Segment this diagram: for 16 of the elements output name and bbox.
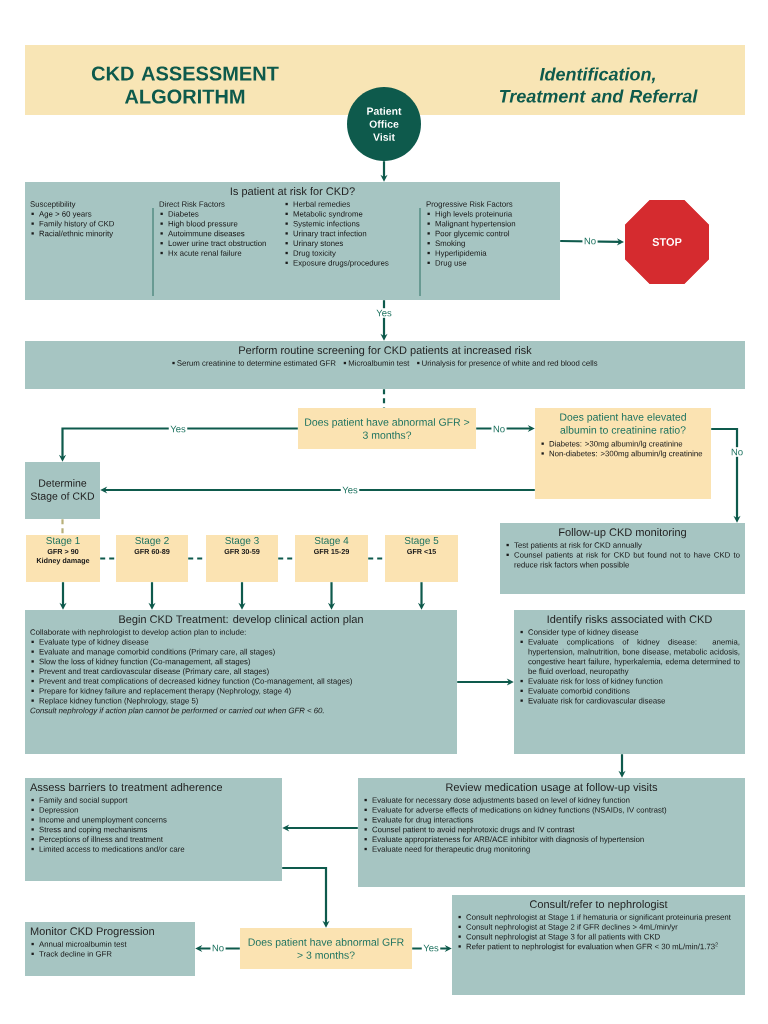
edge-label: No [582,236,598,246]
edge-label: No [491,424,507,434]
edge-label: Yes [340,485,360,495]
arrow [282,866,330,928]
edge-label: No [210,943,226,953]
edge-label: Yes [374,308,394,318]
process-box: Determine Stage of CKD [25,462,100,519]
decision-box: Does patient have abnormal GFR > 3 months? [298,408,476,449]
edge-label: No [729,447,745,457]
arrow [711,427,741,523]
decision-box: Does patient have abnormal GFR > 3 months? [240,928,412,969]
title: CKD ASSESSMENT ALGORITHM [91,66,279,104]
subtitle: Identification, Treatment and Referral [499,67,698,103]
edge-label: Yes [421,943,441,953]
edge-label: Yes [168,424,188,434]
stop-sign: STOP [624,199,710,285]
